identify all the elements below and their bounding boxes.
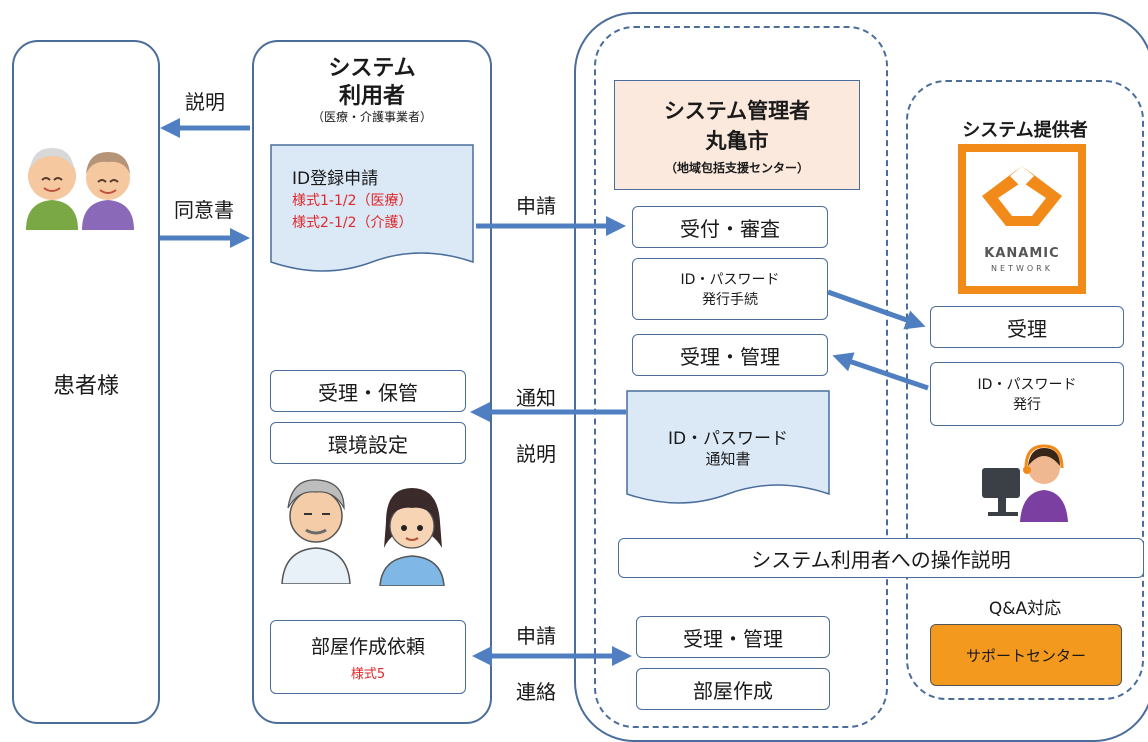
admin-issue-line1: ID・パスワード (680, 272, 780, 288)
id-password-notice-doc: ID・パスワード 通知書 (626, 390, 830, 510)
room-creation-request: 部屋作成依頼 様式5 (270, 620, 466, 694)
user-receive-store: 受理・保管 (270, 370, 466, 412)
operation-explanation: システム利用者への操作説明 (618, 538, 1144, 578)
user-title-line2: 利用者 (338, 84, 405, 109)
label-notify: 通知 (516, 386, 556, 410)
arrow-provider-issue-to-admin (832, 352, 929, 391)
patient-label: 患者様 (52, 374, 119, 399)
label-contact: 連絡 (516, 680, 556, 704)
room-request-form: 様式5 (350, 667, 386, 682)
provider-id-issue: ID・パスワード 発行 (930, 362, 1124, 426)
user-subtitle: （医療・介護事業者） (311, 110, 432, 124)
arrow-issue-to-provider (827, 289, 926, 330)
id-registration-form: ID登録申請 様式1-1/2（医療） 様式2-1/2（介護） (270, 144, 474, 278)
user-environment-setup: 環境設定 (270, 422, 466, 464)
admin-receive-manage: 受理・管理 (632, 334, 828, 376)
provider-title: システム提供者 (962, 120, 1088, 141)
notice-line2: 通知書 (705, 450, 751, 468)
admin-id-issue-procedure: ID・パスワード 発行手続 (632, 258, 828, 320)
notice-line1: ID・パスワード (667, 429, 789, 449)
id-form-line2: 様式2-1/2（介護） (292, 215, 413, 231)
label-explain-mid: 説明 (516, 442, 556, 466)
logo-subtext: NETWORK (991, 264, 1053, 273)
nurse-illustration (372, 482, 452, 586)
provider-receive: 受理 (930, 306, 1124, 348)
admin-dashed-area (594, 26, 888, 728)
id-form-title: ID登録申請 (292, 169, 379, 189)
label-explain-top: 説明 (185, 90, 225, 114)
provider-issue-line2: 発行 (1013, 397, 1041, 413)
support-center: サポートセンター (930, 624, 1122, 686)
admin-title-line2: 丸亀市 (705, 129, 769, 153)
logo-text: KANAMIC (984, 246, 1060, 261)
elderly-couple-illustration (22, 140, 138, 230)
admin-title-line1: システム管理者 (663, 99, 811, 123)
provider-dashed-area (906, 80, 1144, 700)
admin-subtitle: （地域包括支援センター） (664, 161, 809, 175)
admin-header: システム管理者 丸亀市 （地域包括支援センター） (614, 80, 860, 190)
qa-support-label: Q&A対応 (988, 599, 1062, 619)
admin-receive-manage-2: 受理・管理 (636, 616, 830, 658)
id-form-line1: 様式1-1/2（医療） (292, 193, 413, 209)
room-request-title: 部屋作成依頼 (310, 636, 425, 658)
provider-issue-line1: ID・パスワード (977, 377, 1077, 393)
doctor-illustration (276, 472, 356, 584)
label-apply-top: 申請 (516, 194, 556, 218)
label-apply-bottom: 申請 (516, 624, 556, 648)
admin-issue-line2: 発行手続 (702, 292, 758, 308)
label-consent: 同意書 (174, 198, 234, 222)
user-title-line1: システム (328, 56, 416, 81)
kanamic-logo: KANAMIC NETWORK (958, 144, 1086, 294)
support-operator-icon (980, 438, 1070, 522)
admin-room-create: 部屋作成 (636, 668, 830, 710)
admin-reception-review: 受付・審査 (632, 206, 828, 248)
